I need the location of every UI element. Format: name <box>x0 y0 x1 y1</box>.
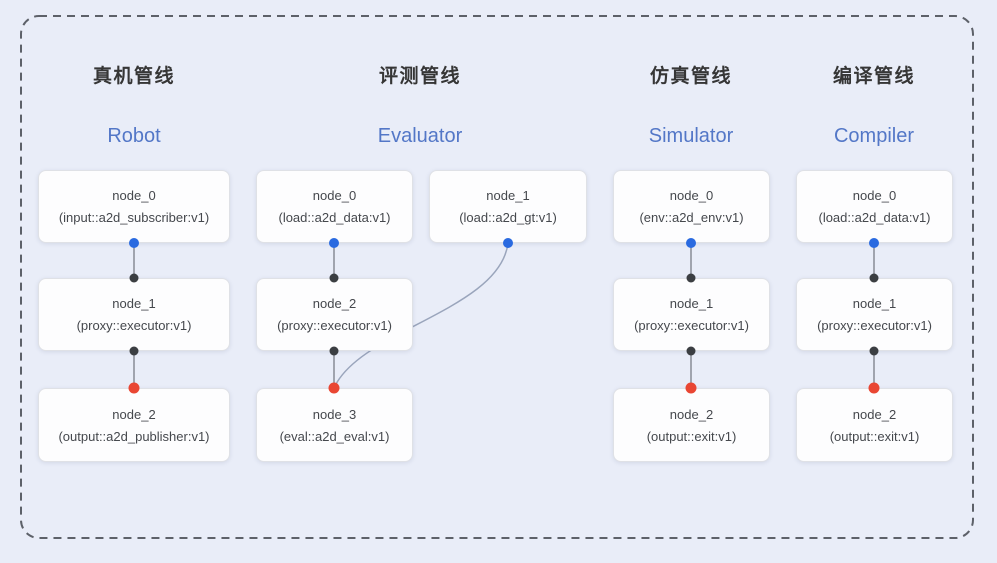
port-dot-blue <box>329 238 339 248</box>
pipeline-title-zh-compiler: 编译管线 <box>832 66 916 87</box>
node-name-label: node_1 <box>852 296 897 311</box>
port-dot-blue <box>686 238 696 248</box>
node-name-label: node_1 <box>669 296 714 311</box>
port-dot-red <box>685 382 697 394</box>
node-type-label: (proxy::executor:v1) <box>634 318 749 333</box>
node-type-label: (output::a2d_publisher:v1) <box>58 428 210 444</box>
node-box-compiler-node_2: node_2(output::exit:v1) <box>796 388 953 462</box>
port-dot-black <box>869 346 879 356</box>
port-dot-red <box>328 382 340 394</box>
edge-evaluator.node_1-to-evaluator.node_3 <box>333 242 509 389</box>
port-dot-black <box>129 273 139 283</box>
pipeline-title-en-compiler: Compiler <box>833 125 915 147</box>
node-type-label: (proxy::executor:v1) <box>277 318 392 333</box>
node-name-label: node_3 <box>312 406 357 422</box>
port-dot-black <box>686 273 696 283</box>
node-type-label: (input::a2d_subscriber:v1) <box>58 210 210 225</box>
port-dot-red <box>128 382 140 394</box>
node-name-label: node_0 <box>669 188 714 203</box>
node-box-evaluator-node_3: node_3(eval::a2d_eval:v1) <box>256 388 413 462</box>
port-dot-black <box>329 346 339 356</box>
node-name-label: node_0 <box>312 188 357 203</box>
port-dot-black <box>686 346 696 356</box>
node-name-label: node_2 <box>852 406 897 422</box>
node-box-evaluator-node_2: node_2(proxy::executor:v1) <box>256 278 413 351</box>
pipeline-title-en-simulator: Simulator <box>648 125 734 147</box>
node-box-compiler-node_1: node_1(proxy::executor:v1) <box>796 278 953 351</box>
node-type-label: (output::exit:v1) <box>646 428 737 444</box>
pipeline-title-en-evaluator: Evaluator <box>377 125 463 147</box>
node-name-label: node_2 <box>669 406 714 422</box>
node-type-label: (proxy::executor:v1) <box>76 318 192 333</box>
node-name-label: node_1 <box>112 296 156 311</box>
node-name-label: node_0 <box>112 188 156 203</box>
node-box-robot-node_1: node_1(proxy::executor:v1) <box>38 278 230 351</box>
node-type-label: (output::exit:v1) <box>829 428 920 444</box>
node-type-label: (eval::a2d_eval:v1) <box>279 428 390 444</box>
port-dot-black <box>869 273 879 283</box>
port-dot-black <box>329 273 339 283</box>
node-type-label: (load::a2d_data:v1) <box>278 210 391 225</box>
node-type-label: (load::a2d_data:v1) <box>818 210 931 225</box>
port-dot-black <box>129 346 139 356</box>
node-box-simulator-node_0: node_0(env::a2d_env:v1) <box>613 170 770 243</box>
port-dot-blue <box>869 238 879 248</box>
node-name-label: node_2 <box>112 406 156 422</box>
node-type-label: (env::a2d_env:v1) <box>639 210 744 225</box>
node-name-label: node_1 <box>486 188 530 203</box>
pipeline-title-en-robot: Robot <box>107 125 161 147</box>
node-box-simulator-node_2: node_2(output::exit:v1) <box>613 388 770 462</box>
port-dot-blue <box>503 238 513 248</box>
node-type-label: (proxy::executor:v1) <box>817 318 932 333</box>
port-dot-blue <box>129 238 139 248</box>
node-name-label: node_2 <box>312 296 357 311</box>
node-name-label: node_0 <box>852 188 897 203</box>
pipeline-title-zh-simulator: 仿真管线 <box>649 66 733 87</box>
pipeline-title-zh-evaluator: 评测管线 <box>378 66 462 87</box>
node-box-evaluator-node_0: node_0(load::a2d_data:v1) <box>256 170 413 243</box>
node-type-label: (load::a2d_gt:v1) <box>459 210 557 225</box>
port-dot-red <box>868 382 880 394</box>
node-box-evaluator-node_1: node_1(load::a2d_gt:v1) <box>429 170 587 243</box>
pipeline-title-zh-robot: 真机管线 <box>92 66 176 87</box>
